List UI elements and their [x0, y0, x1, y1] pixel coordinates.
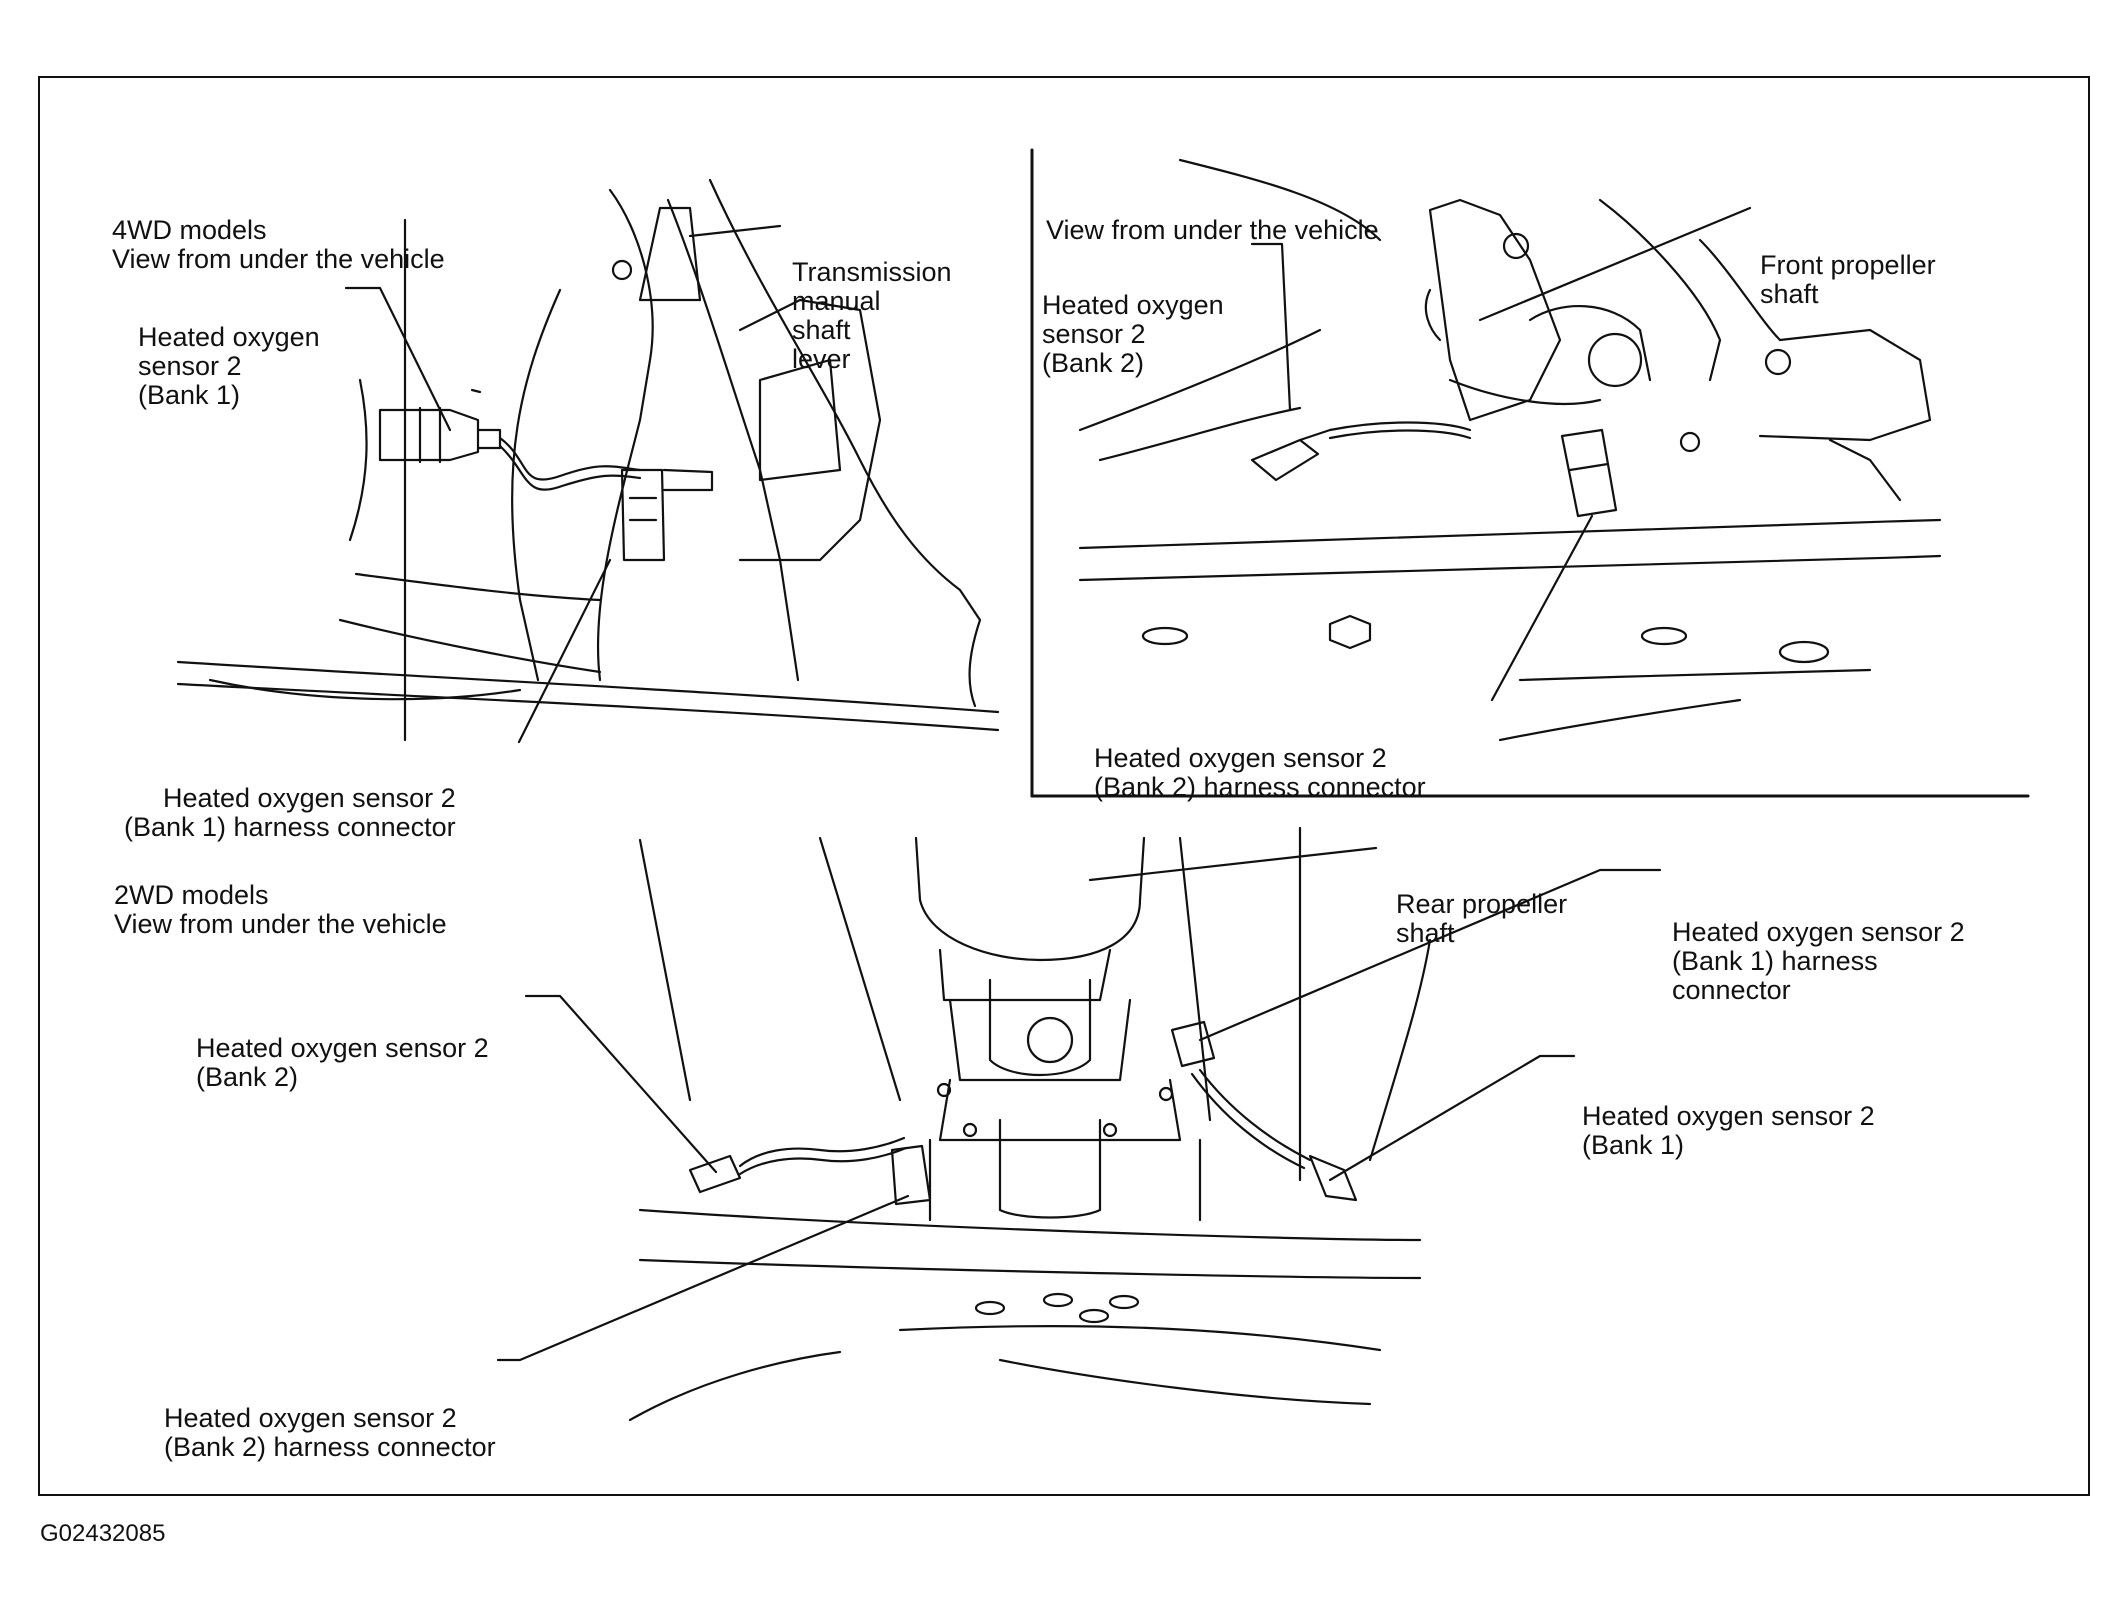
leader-lever — [688, 224, 782, 238]
heading-view-bank2: View from under the vehicle — [1046, 215, 1379, 245]
4wd-bank2-illustration — [1078, 158, 1942, 742]
leader-bank1-connector — [1198, 868, 1662, 1042]
leader-sensor-bank1 — [344, 286, 452, 432]
leader-sensor-bank2 — [1250, 242, 1292, 412]
figure-id: G02432085 — [40, 1520, 166, 1547]
label-connector-bank1-4wd: Heated oxygen sensor 2(Bank 1) harness c… — [124, 783, 456, 842]
4wd-bank1-illustration — [176, 178, 1000, 744]
leader-bank2-sensor — [524, 994, 718, 1174]
leader-rear-propeller — [1088, 846, 1378, 882]
leader-connector-bank2 — [1490, 514, 1594, 702]
label-bank1-sensor-2wd: Heated oxygen sensor 2(Bank 1) — [1582, 1101, 1875, 1160]
leader-connector-bank1 — [517, 558, 612, 744]
leader-bank1-sensor — [1328, 1054, 1576, 1182]
label-connector-bank2-4wd: Heated oxygen sensor 2(Bank 2) harness c… — [1094, 743, 1426, 802]
figure-frame — [38, 76, 2090, 1496]
label-bank2-sensor-2wd: Heated oxygen sensor 2(Bank 2) — [196, 1033, 489, 1092]
leader-bank2-connector — [496, 1194, 910, 1362]
label-bank2-connector-2wd: Heated oxygen sensor 2(Bank 2) harness c… — [164, 1403, 496, 1462]
2wd-illustration — [496, 826, 1662, 1422]
leader-front-propeller — [1478, 206, 1752, 322]
